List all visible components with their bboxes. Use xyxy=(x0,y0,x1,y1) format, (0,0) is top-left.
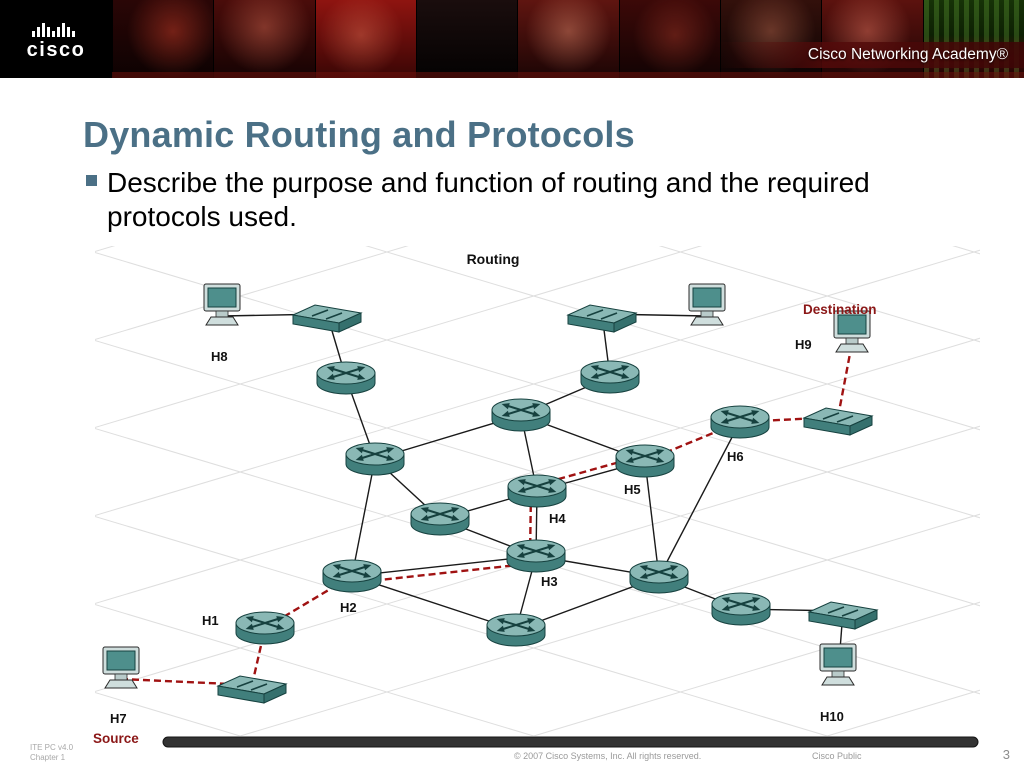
device-label: H5 xyxy=(624,482,641,497)
device-label: H1 xyxy=(202,613,219,628)
page-number: 3 xyxy=(1002,747,1010,762)
device-router-R4 xyxy=(345,442,405,476)
device-pc-H8: H8 xyxy=(203,283,241,364)
device-router-H3: H3 xyxy=(506,539,566,589)
device-label: H6 xyxy=(727,449,744,464)
device-pc-H10: H10 xyxy=(819,643,857,724)
device-switch-swC xyxy=(802,407,874,436)
cisco-logo-text: cisco xyxy=(26,38,86,61)
device-router-R2 xyxy=(580,360,640,394)
device-label: H9 xyxy=(795,337,812,352)
device-switch-swD xyxy=(807,601,879,630)
device-router-H1: H1 xyxy=(202,611,295,645)
academy-band: Cisco Networking Academy® xyxy=(717,42,1024,68)
collage-photo xyxy=(415,0,518,78)
diagram-base-bar xyxy=(162,736,979,748)
footer-chapter: Chapter 1 xyxy=(30,753,66,762)
device-switch-swA xyxy=(291,304,363,333)
device-label: H8 xyxy=(211,349,228,364)
device-router-R1 xyxy=(316,361,376,395)
bullet-icon xyxy=(86,175,97,186)
academy-label: Cisco Networking Academy® xyxy=(807,46,1008,63)
device-router-R7 xyxy=(486,613,546,647)
cisco-logo: cisco xyxy=(0,0,112,78)
collage-photo xyxy=(314,0,416,78)
device-label: H7 xyxy=(110,711,127,726)
collage-photo xyxy=(213,0,315,78)
device-pc-pcTop xyxy=(688,283,726,326)
device-label: H10 xyxy=(820,709,844,724)
cisco-logo-bars-icon xyxy=(32,22,75,37)
bullet-text: Describe the purpose and function of rou… xyxy=(107,167,870,232)
device-switch-swB xyxy=(566,304,638,333)
device-pc-H7: H7 xyxy=(102,646,140,726)
device-label: H3 xyxy=(541,574,558,589)
device-router-R5 xyxy=(410,502,470,536)
device-pc-H9: H9 xyxy=(795,310,871,353)
collage-photo xyxy=(112,0,214,78)
device-router-R8 xyxy=(711,592,771,626)
collage-photo xyxy=(517,0,619,78)
device-router-H2: H2 xyxy=(322,559,382,615)
device-switch-swE xyxy=(216,675,288,704)
annotation-source: Source xyxy=(93,731,139,746)
device-label: H2 xyxy=(340,600,357,615)
footer-copyright: © 2007 Cisco Systems, Inc. All rights re… xyxy=(514,751,702,761)
footer-classification: Cisco Public xyxy=(812,751,862,761)
bullet-item: Describe the purpose and function of rou… xyxy=(86,166,926,233)
slide-title: Dynamic Routing and Protocols xyxy=(83,114,635,155)
banner-accent-strip xyxy=(112,72,1024,78)
diagram-title: Routing xyxy=(467,251,520,267)
footer-left: ITE PC v4.0 Chapter 1 xyxy=(30,743,73,763)
device-router-H6: H6 xyxy=(710,405,770,464)
annotation-destination: Destination xyxy=(803,302,877,317)
device-label: H4 xyxy=(549,511,566,526)
device-router-H5: H5 xyxy=(615,444,675,497)
device-router-R6 xyxy=(629,560,689,594)
device-router-H4: H4 xyxy=(507,474,567,526)
collage-photo xyxy=(618,0,720,78)
device-router-R3 xyxy=(491,398,551,432)
header-collage: Cisco Networking Academy® xyxy=(112,0,1024,78)
footer-version: ITE PC v4.0 xyxy=(30,743,74,752)
header-banner: cisco Cisco Networking Academy® xyxy=(0,0,1024,78)
